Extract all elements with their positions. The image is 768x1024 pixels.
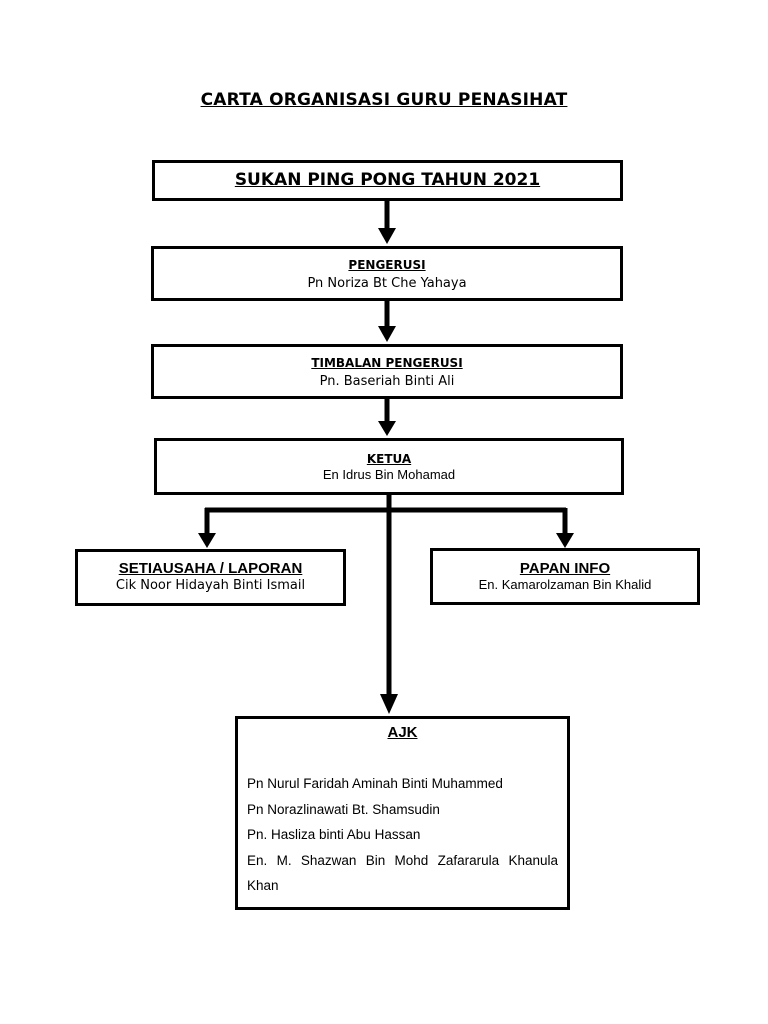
- node-top: SUKAN PING PONG TAHUN 2021: [152, 160, 623, 201]
- ajk-member: Pn Norazlinawati Bt. Shamsudin: [247, 801, 440, 817]
- node-ketua-person: En Idrus Bin Mohamad: [322, 467, 456, 482]
- ajk-member: En. M. Shazwan Bin Mohd Zafararula Khanu…: [247, 852, 558, 894]
- node-papan-info-person: En. Kamarolzaman Bin Khalid: [478, 577, 652, 592]
- node-pengerusi-role: PENGERUSI: [348, 258, 426, 272]
- node-setiausaha: SETIAUSAHA / LAPORAN Cik Noor Hidayah Bi…: [75, 549, 346, 606]
- node-pengerusi-person: Pn Noriza Bt Che Yahaya: [307, 276, 467, 291]
- node-ajk: AJK Pn Nurul Faridah Aminah Binti Muhamm…: [235, 716, 570, 910]
- ajk-member: Pn. Hasliza binti Abu Hassan: [247, 827, 421, 842]
- node-setiausaha-person: Cik Noor Hidayah Binti Ismail: [115, 578, 306, 593]
- node-papan-info: PAPAN INFO En. Kamarolzaman Bin Khalid: [430, 548, 700, 605]
- node-top-label: SUKAN PING PONG TAHUN 2021: [234, 170, 541, 190]
- arrowhead-pengerusi: [378, 228, 396, 244]
- node-timbalan: TIMBALAN PENGERUSI Pn. Baseriah Binti Al…: [151, 344, 623, 399]
- node-pengerusi: PENGERUSI Pn Noriza Bt Che Yahaya: [151, 246, 623, 301]
- arrowhead-papan-info: [556, 533, 574, 548]
- node-papan-info-role: PAPAN INFO: [519, 560, 611, 577]
- arrowhead-timbalan: [378, 326, 396, 342]
- ajk-member-list: Pn Nurul Faridah Aminah Binti Muhammed P…: [247, 771, 558, 899]
- node-setiausaha-role: SETIAUSAHA / LAPORAN: [118, 560, 303, 577]
- node-timbalan-role: TIMBALAN PENGERUSI: [311, 356, 463, 370]
- node-ketua-role: KETUA: [366, 452, 412, 466]
- chart-title: CARTA ORGANISASI GURU PENASIHAT: [200, 90, 568, 110]
- node-ketua: KETUA En Idrus Bin Mohamad: [154, 438, 624, 495]
- arrowhead-ketua: [378, 421, 396, 436]
- arrowhead-setiausaha: [198, 533, 216, 548]
- node-ajk-role: AJK: [387, 724, 418, 741]
- arrowhead-ajk: [380, 694, 398, 714]
- node-timbalan-person: Pn. Baseriah Binti Ali: [319, 374, 455, 389]
- ajk-member: Pn Nurul Faridah Aminah Binti Muhammed: [247, 776, 503, 791]
